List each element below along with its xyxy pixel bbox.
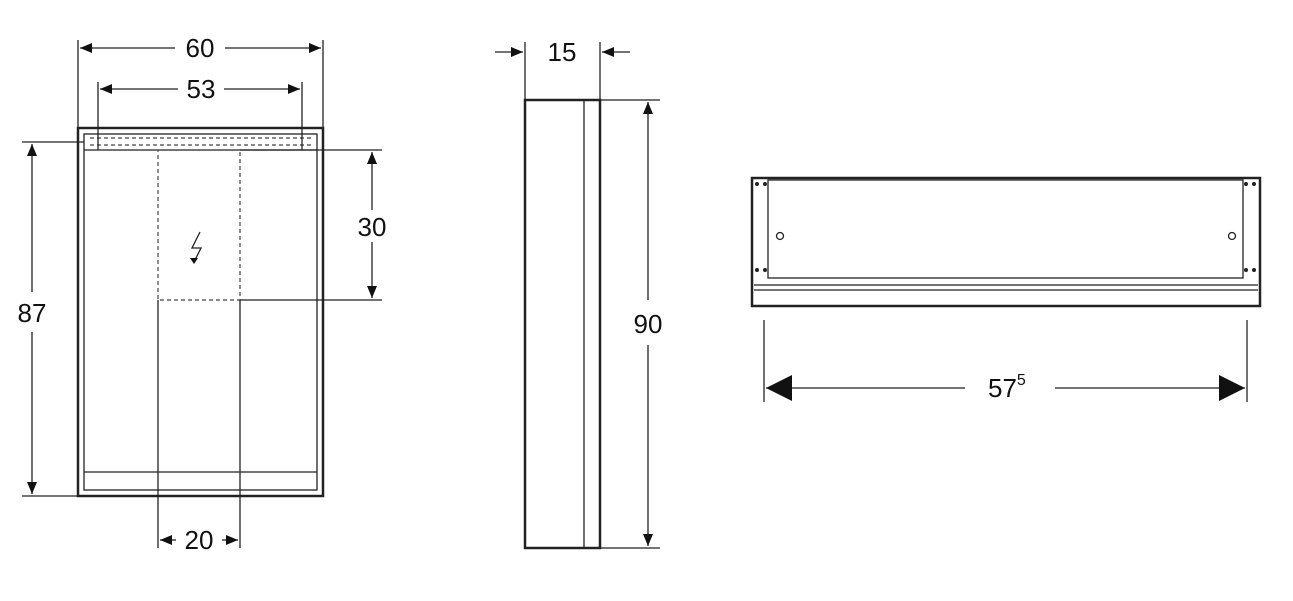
- dim-height: 87: [18, 298, 47, 328]
- screw-icon: [1227, 231, 1237, 241]
- cabinet-outline: [76, 126, 325, 498]
- dim-socket-height: 30: [358, 212, 387, 242]
- dim-side-height: 90: [634, 309, 663, 339]
- dim-top-width: 575: [988, 372, 1026, 403]
- cabinet-side-outline: [523, 98, 602, 550]
- cabinet-top-outline: [750, 176, 1262, 308]
- top-view: 575: [750, 176, 1262, 403]
- dim-width-inner: 53: [187, 74, 216, 104]
- electrical-lightning-icon: [190, 231, 203, 263]
- dim-depth: 15: [548, 37, 577, 67]
- screw-icon: [775, 231, 785, 241]
- socket-area: [157, 149, 241, 301]
- dim-socket-width: 20: [185, 525, 214, 555]
- front-view: 60 53 87 30 20: [18, 33, 387, 555]
- side-view: 15 90: [495, 37, 663, 550]
- dim-width-outer: 60: [186, 33, 215, 63]
